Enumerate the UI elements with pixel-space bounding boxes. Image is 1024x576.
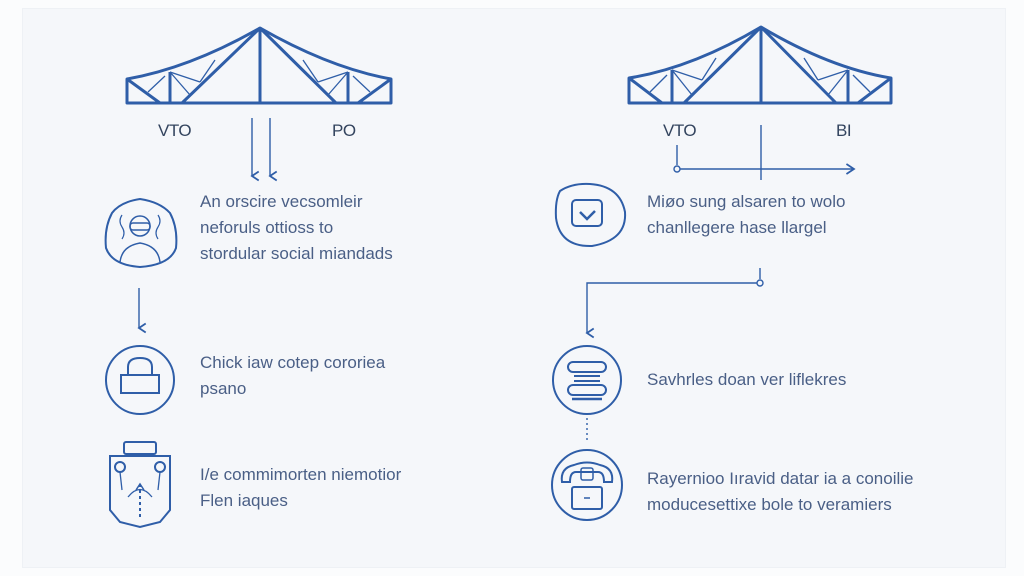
text-line: An orscire vecsomleir xyxy=(200,192,363,211)
left-step-2-text: Chick iaw cotep cororiea psano xyxy=(200,350,385,402)
right-step-2-text: Savhrles doan ver liflekres xyxy=(647,367,846,393)
right-step-3-text: Rayernioo Iıravid datar ia a conoilie mo… xyxy=(647,466,913,518)
connector-arrows-right xyxy=(585,125,856,440)
roof-truss-icon-left xyxy=(125,26,393,105)
device-panel-icon xyxy=(109,441,171,529)
text-line: neforuls ottioss to xyxy=(200,218,334,237)
text-line: Rayernioo Iıravid datar ia a conoilie xyxy=(647,469,914,488)
connector-arrows-left xyxy=(137,118,278,334)
truss-label-left-start: VTO xyxy=(158,121,192,140)
left-step-3-text: I/e commimorten niemotior Flen iaques xyxy=(200,462,401,514)
text-line: moducesettixe bole to veramiers xyxy=(647,495,892,514)
user-shield-icon xyxy=(104,197,178,269)
truss-label-right-start: VTO xyxy=(663,121,697,140)
truss-label-right-end: BI xyxy=(836,121,852,140)
text-line: chanllegere hase llargel xyxy=(647,218,827,237)
lock-icon xyxy=(105,345,175,415)
checkbox-icon xyxy=(554,182,627,248)
text-line: psano xyxy=(200,379,247,398)
text-line: Miøo sung alsaren to wolo xyxy=(647,192,846,211)
roof-truss-icon-right xyxy=(627,25,893,105)
phone-laptop-icon xyxy=(551,449,623,521)
truss-label-left-end: PO xyxy=(332,121,356,140)
right-step-1-text: Miøo sung alsaren to wolo chanllegere ha… xyxy=(647,189,845,241)
text-line: Flen iaques xyxy=(200,491,288,510)
left-step-1-text: An orscire vecsomleir neforuls ottioss t… xyxy=(200,189,393,267)
text-line: Savhrles doan ver liflekres xyxy=(647,370,847,389)
diagram-card xyxy=(22,8,1006,568)
text-line: I/e commimorten niemotior xyxy=(200,465,402,484)
text-line: stordular social miandads xyxy=(200,244,393,263)
stack-layers-icon xyxy=(552,345,622,415)
text-line: Chick iaw cotep cororiea xyxy=(200,353,386,372)
